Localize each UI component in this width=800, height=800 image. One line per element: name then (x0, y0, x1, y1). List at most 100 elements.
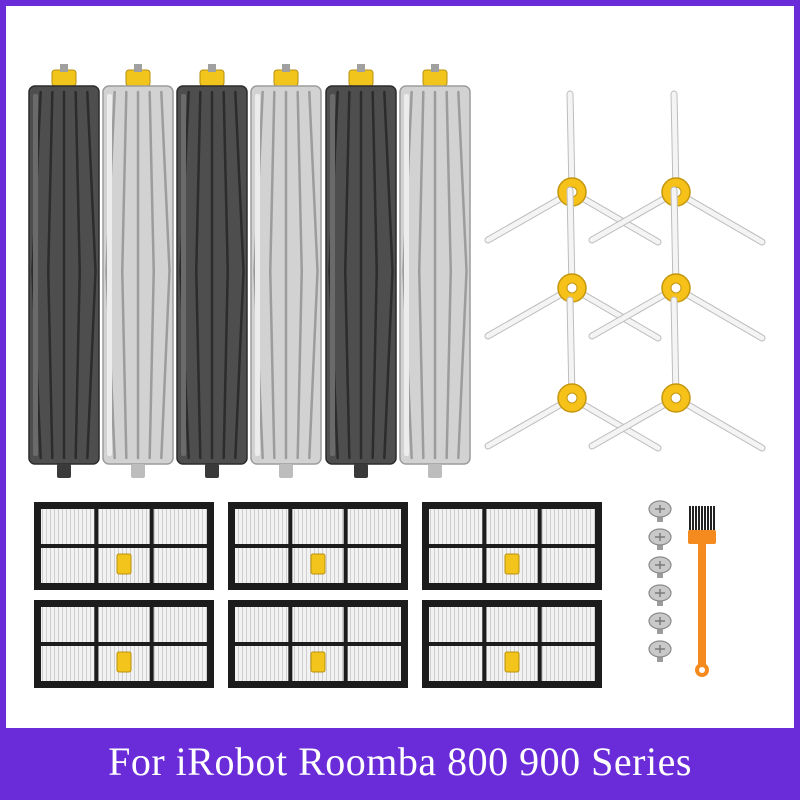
title-banner: For iRobot Roomba 800 900 Series (6, 728, 794, 794)
roller-groove (120, 90, 128, 460)
hepa-filter (228, 502, 408, 590)
roller-end-peg (279, 464, 293, 478)
filter-pull-tab (504, 553, 520, 575)
roller-cap (273, 69, 299, 87)
screw (648, 528, 672, 550)
brush-hub-center (566, 392, 578, 404)
roller-groove (268, 90, 276, 460)
roller-groove (296, 90, 304, 460)
roller-brush-dark (325, 64, 397, 478)
roller-groove (46, 90, 54, 460)
side-brush-group (484, 90, 766, 452)
filter-pull-tab (310, 651, 326, 673)
roller-end-peg (131, 464, 145, 478)
roller-groove (194, 90, 202, 460)
roller-end-peg (354, 464, 368, 478)
screw (648, 500, 672, 522)
brush-hub-center (670, 392, 682, 404)
side-brush (588, 186, 766, 342)
side-brush (588, 296, 766, 452)
roller-end-peg (57, 464, 71, 478)
roller-brush-light (399, 64, 471, 478)
brush-arm (589, 189, 679, 243)
brush-arm (671, 187, 679, 291)
roller-groove (417, 90, 425, 460)
hepa-filter (422, 502, 602, 590)
roller-brush-dark (28, 64, 100, 478)
brush-handle (698, 542, 706, 672)
side-brush (588, 90, 766, 246)
brush-hang-hole (699, 667, 705, 673)
roller-groove (383, 90, 394, 460)
screw (648, 612, 672, 634)
screw (648, 584, 672, 606)
hepa-filter (34, 600, 214, 688)
roller-highlight (330, 94, 335, 456)
roller-groove (160, 90, 171, 460)
brush-arm (485, 189, 575, 243)
brush-hub-center (670, 282, 682, 294)
filter-pull-tab (504, 651, 520, 673)
roller-end-peg (428, 464, 442, 478)
hepa-filter (34, 502, 214, 590)
roller-groove (222, 90, 230, 460)
brush-arm (673, 285, 765, 341)
hepa-filter-group (34, 502, 602, 688)
brush-arm (589, 285, 679, 339)
roller-axle (208, 64, 216, 72)
brush-arm (671, 297, 679, 401)
side-brush (484, 296, 662, 452)
brush-arm (485, 285, 575, 339)
brush-arm (485, 395, 575, 449)
screw (648, 640, 672, 662)
roller-groove (371, 90, 379, 460)
side-brush (484, 90, 662, 246)
roller-highlight (33, 94, 38, 456)
cleaning-brush (688, 506, 716, 677)
roller-end-peg (205, 464, 219, 478)
brush-arm (567, 297, 575, 401)
brush-arm (673, 189, 765, 245)
roller-groove (308, 90, 319, 460)
roller-cap (51, 69, 77, 87)
brush-hub-center (566, 282, 578, 294)
brush-arm (567, 91, 575, 195)
roller-highlight (255, 94, 260, 456)
roller-groove (148, 90, 156, 460)
screw-group (648, 500, 672, 662)
side-brush (484, 186, 662, 342)
brush-arm (567, 187, 575, 291)
hepa-filter (228, 600, 408, 688)
roller-groove (74, 90, 82, 460)
product-scene (28, 64, 766, 688)
roller-cap (199, 69, 225, 87)
brush-arm (671, 91, 679, 195)
roller-groove (445, 90, 453, 460)
screw (648, 556, 672, 578)
roller-groove (343, 90, 351, 460)
filter-pull-tab (116, 651, 132, 673)
roller-highlight (181, 94, 186, 456)
brush-head (688, 530, 716, 544)
brush-arm (673, 395, 765, 451)
roller-groove (457, 90, 468, 460)
banner-title: For iRobot Roomba 800 900 Series (108, 738, 692, 784)
roller-cap (348, 69, 374, 87)
brush-arm (569, 395, 661, 451)
hepa-filter (422, 600, 602, 688)
roller-axle (431, 64, 439, 72)
roller-axle (134, 64, 142, 72)
roller-axle (60, 64, 68, 72)
filter-pull-tab (310, 553, 326, 575)
roller-groove (234, 90, 245, 460)
roller-axle (282, 64, 290, 72)
roller-brush-light (102, 64, 174, 478)
roller-brush-dark (176, 64, 248, 478)
roller-cap (125, 69, 151, 87)
brush-arm (569, 285, 661, 341)
brush-arm (589, 395, 679, 449)
brush-arm (569, 189, 661, 245)
roller-brush-light (250, 64, 322, 478)
roller-highlight (107, 94, 112, 456)
